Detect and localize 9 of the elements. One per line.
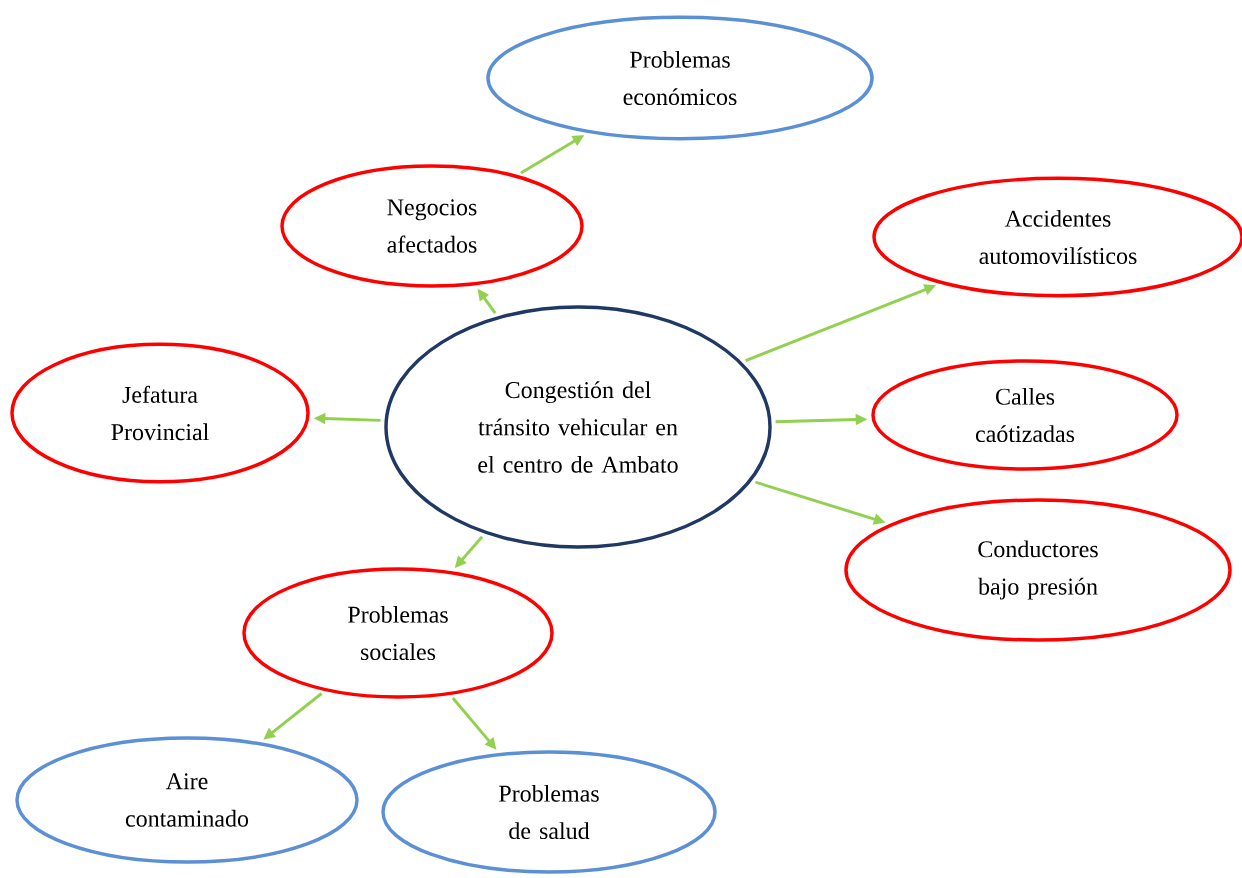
ellipse-node: Problemas económicos bbox=[486, 15, 874, 141]
ellipse-node: Problemas sociales bbox=[242, 567, 554, 699]
ellipse-node: Conductores bajo presión bbox=[844, 498, 1232, 642]
ellipse-node: Congestión del tránsito vehicular en el centro de Ambato bbox=[384, 305, 772, 549]
ellipse-node: Negocios afectados bbox=[280, 164, 584, 288]
ellipse-node: Aire contaminado bbox=[15, 736, 359, 864]
ellipse-node: Problemas de salud bbox=[381, 750, 717, 874]
ellipse-node: Jefatura Provincial bbox=[10, 342, 310, 484]
ellipse-node: Calles caótizadas bbox=[871, 359, 1179, 471]
